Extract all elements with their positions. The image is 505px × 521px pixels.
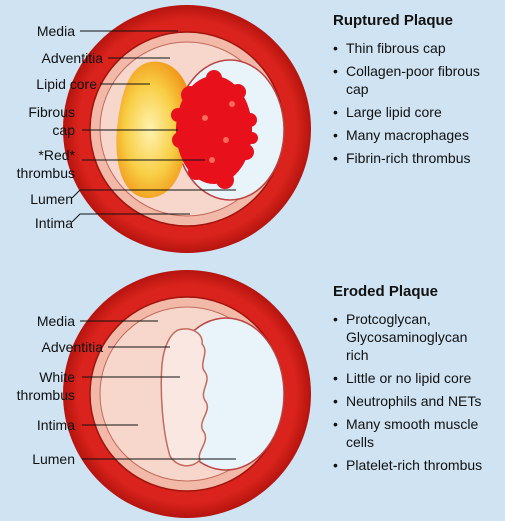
ruptured-bullet-list: Thin fibrous cap Collagen-poor fibrous c… bbox=[333, 39, 503, 172]
eroded-bullet-item: Little or no lipid core bbox=[333, 369, 493, 387]
eroded-plaque-panel: Media Adventitia White thrombus Intima L… bbox=[0, 260, 505, 521]
eroded-leader-lines bbox=[80, 320, 236, 460]
ruptured-bullet-item: Large lipid core bbox=[333, 103, 503, 121]
ruptured-bullet-item: Many macrophages bbox=[333, 126, 503, 144]
label-adventitia: Adventitia bbox=[41, 50, 103, 66]
white-thrombus bbox=[160, 328, 209, 467]
ruptured-bullet-item: Fibrin-rich thrombus bbox=[333, 149, 503, 167]
red-thrombus bbox=[171, 70, 258, 189]
eroded-bullet-list: Protcoglycan, Glycosaminoglycan rich Lit… bbox=[333, 310, 493, 479]
ruptured-plaque-title: Ruptured Plaque bbox=[333, 12, 454, 29]
eroded-plaque-title: Eroded Plaque bbox=[333, 283, 439, 300]
label-lipid-core: Lipid core bbox=[36, 76, 97, 92]
ruptured-plaque-panel: Media Adventitia Lipid core Fibrous cap … bbox=[0, 0, 505, 260]
ruptured-leader-lines bbox=[71, 30, 236, 223]
label-red-thrombus-line1: *Red* bbox=[38, 147, 75, 163]
label-fibrous-cap-line2: cap bbox=[52, 122, 75, 138]
label-intima: Intima bbox=[34, 215, 73, 231]
ruptured-plaque-diagram bbox=[63, 5, 311, 253]
eroded-bullet-item: Platelet-rich thrombus bbox=[333, 456, 493, 474]
label-media: Media bbox=[36, 313, 75, 329]
label-white-thrombus-line2: thrombus bbox=[16, 387, 75, 403]
eroded-plaque-diagram bbox=[63, 270, 311, 518]
ruptured-bullet-item: Thin fibrous cap bbox=[333, 39, 503, 57]
label-red-thrombus-line2: thrombus bbox=[16, 165, 75, 181]
label-lumen: Lumen bbox=[30, 191, 73, 207]
label-fibrous-cap-line1: Fibrous bbox=[28, 104, 75, 120]
ruptured-bullet-item: Collagen-poor fibrous cap bbox=[333, 62, 503, 98]
label-white-thrombus-line1: White bbox=[39, 369, 75, 385]
eroded-bullet-item: Many smooth muscle cells bbox=[333, 415, 493, 451]
label-adventitia: Adventitia bbox=[41, 339, 103, 355]
label-intima: Intima bbox=[36, 417, 75, 433]
label-lumen: Lumen bbox=[32, 451, 75, 467]
eroded-bullet-item: Protcoglycan, Glycosaminoglycan rich bbox=[333, 310, 493, 364]
label-media: Media bbox=[36, 23, 75, 39]
eroded-bullet-item: Neutrophils and NETs bbox=[333, 392, 493, 410]
